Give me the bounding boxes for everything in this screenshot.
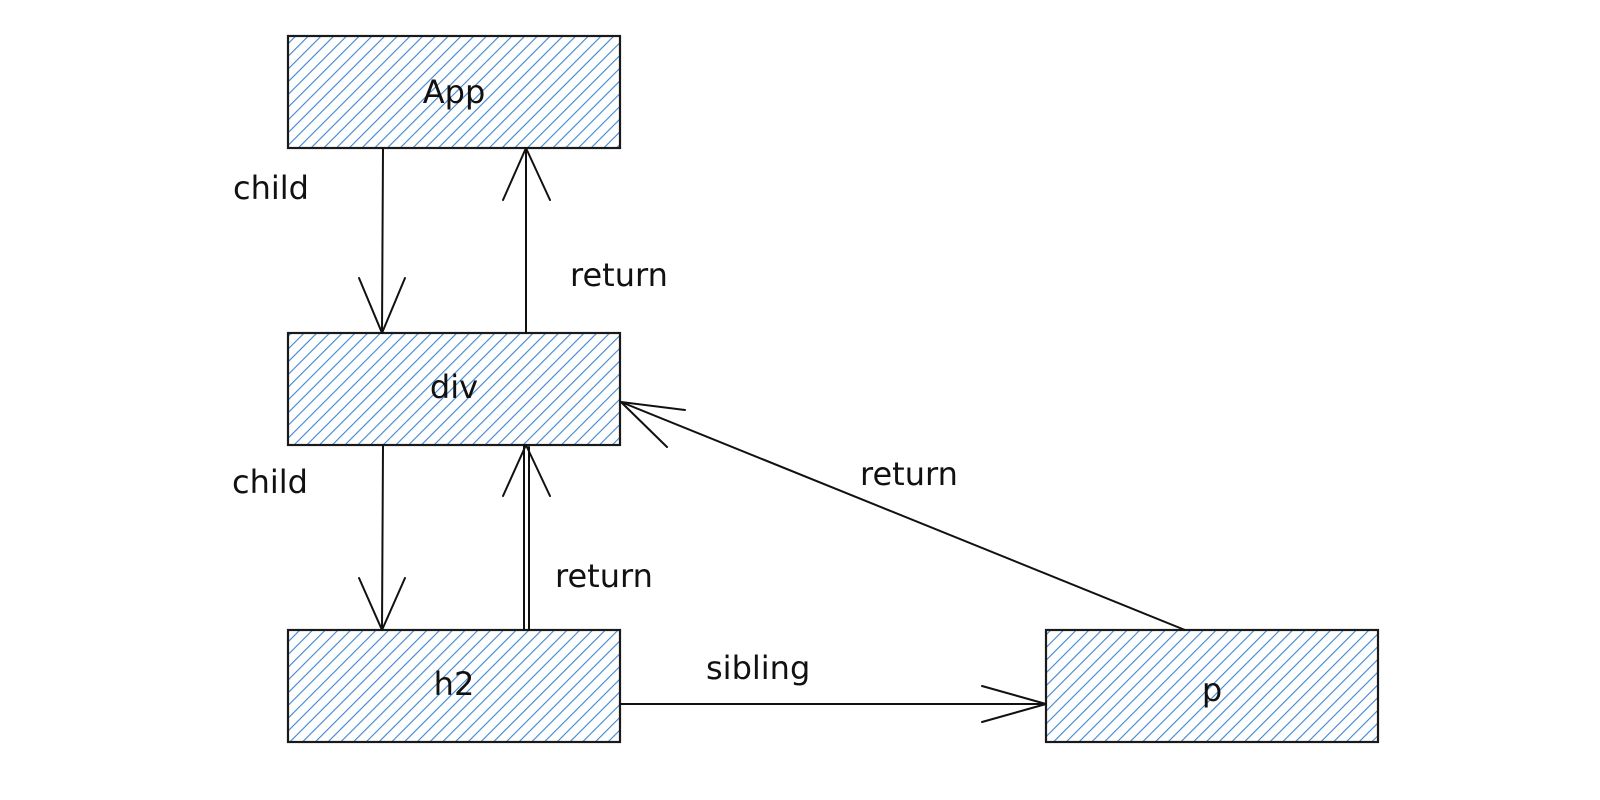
edge-label-return-2: return (555, 557, 653, 595)
arrowhead-icon (981, 685, 1047, 723)
edge-line (620, 401, 1186, 631)
node-app: App (286, 34, 622, 150)
edge-h2-p-sibling: sibling (619, 649, 1047, 723)
arrowhead-icon (502, 147, 551, 201)
arrowhead-icon (502, 444, 551, 497)
edge-label-sibling: sibling (706, 649, 810, 687)
edge-label-return-1: return (570, 256, 668, 294)
arrowhead-icon (620, 401, 686, 448)
node-app-label: App (423, 73, 486, 111)
arrowhead-icon (358, 577, 406, 631)
node-h2-label: h2 (434, 665, 475, 703)
arrowhead-icon (358, 277, 406, 334)
node-p: p (1044, 628, 1380, 744)
edge-app-div-child: child (233, 147, 406, 334)
edge-p-div-return: return (620, 401, 1186, 631)
edge-div-app-return: return (502, 147, 668, 334)
edge-label-child-1: child (233, 169, 309, 207)
edge-line (381, 147, 384, 334)
node-p-label: p (1202, 671, 1222, 709)
edge-line (381, 444, 384, 631)
edge-div-h2-child: child (232, 444, 406, 631)
node-div: div (286, 331, 622, 447)
edge-label-return-3: return (860, 455, 958, 493)
node-div-label: div (430, 368, 478, 406)
edge-label-child-2: child (232, 463, 308, 501)
node-h2: h2 (286, 628, 622, 744)
edge-h2-div-return: return (502, 444, 653, 631)
